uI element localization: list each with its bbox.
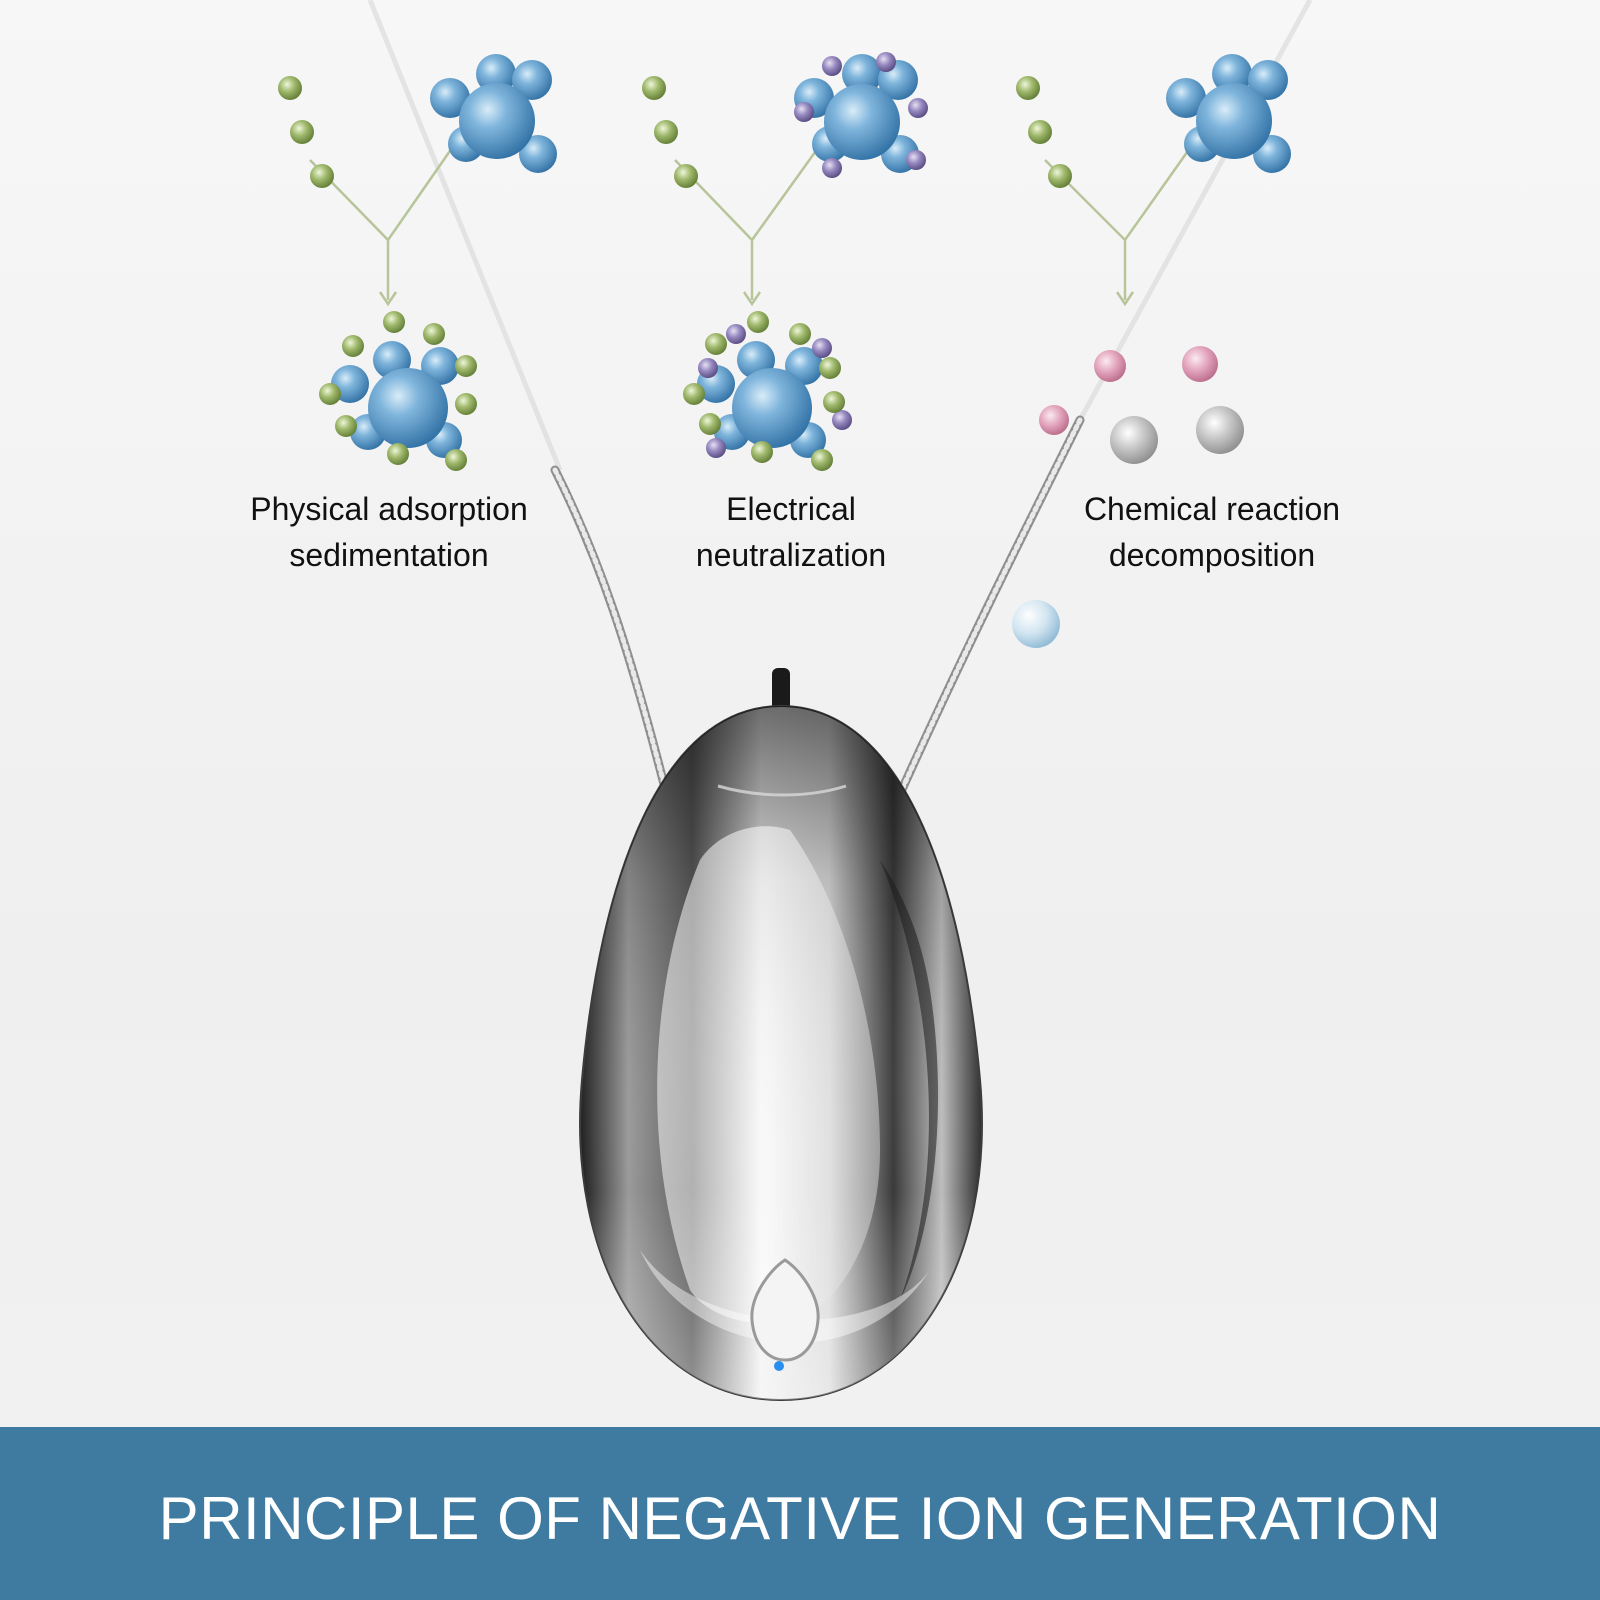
title-banner: PRINCIPLE OF NEGATIVE ION GENERATION [0, 1427, 1600, 1600]
negative-ion-icon [642, 76, 698, 188]
caption-line: Physical adsorption [250, 491, 528, 527]
negative-ion-icon [1016, 76, 1072, 188]
necklace-chain-icon [550, 415, 1085, 810]
water-bubble-icon [1012, 600, 1060, 648]
pollutant-molecule-icon [1166, 54, 1291, 173]
ion-generator-pendant-icon [579, 668, 983, 1402]
banner-background [0, 1427, 1600, 1600]
caption-line: Chemical reaction [1083, 491, 1341, 527]
chain-background-left [367, 0, 563, 471]
indicator-light-icon [774, 1361, 784, 1371]
reaction-arrows [309, 147, 1192, 307]
caption-line: neutralization [695, 537, 887, 573]
decomposition-products-icon [1039, 346, 1244, 464]
caption-electrical-neutralization: Electrical neutralization [611, 486, 971, 578]
neutralized-cluster-icon [683, 311, 852, 471]
negative-ion-icon [278, 76, 334, 188]
charged-pollutant-icon [794, 52, 928, 178]
caption-line: decomposition [1108, 537, 1316, 573]
caption-line: Electrical [726, 491, 856, 527]
pollutant-molecule-icon [430, 54, 557, 173]
adsorbed-cluster-icon [319, 311, 477, 471]
caption-physical-adsorption: Physical adsorption sedimentation [209, 486, 569, 578]
banner-title: PRINCIPLE OF NEGATIVE ION GENERATION [158, 1485, 1442, 1552]
caption-chemical-reaction: Chemical reaction decomposition [1032, 486, 1392, 578]
caption-line: sedimentation [289, 537, 489, 573]
